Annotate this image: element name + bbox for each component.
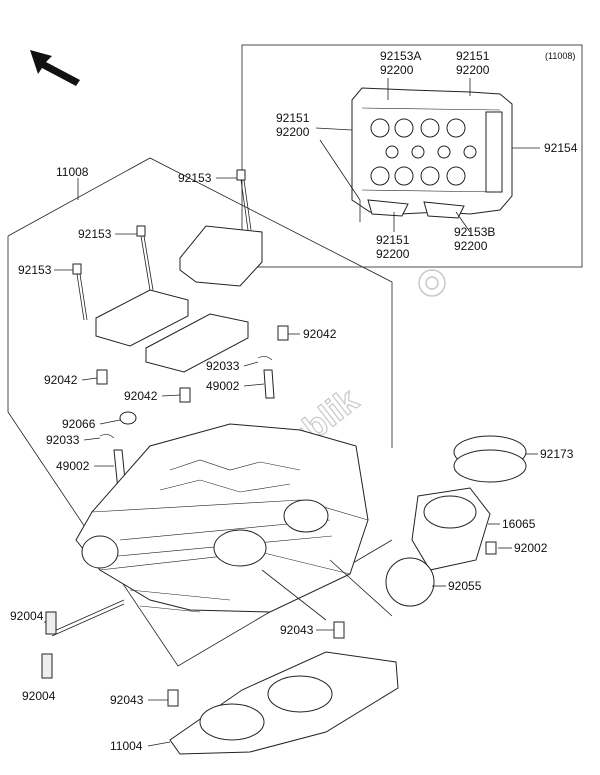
part-label-92055: 92055 xyxy=(448,579,482,593)
part-label-92042: 92042 xyxy=(44,373,78,387)
cylinder-head-body xyxy=(75,423,369,613)
stud-bolt-icon xyxy=(41,653,53,679)
inset-valve-ports xyxy=(370,118,477,186)
head-bolt-icon xyxy=(72,263,88,321)
inset-label-92153B: 92153B xyxy=(454,225,495,239)
inset-label-92200-e: 92200 xyxy=(454,239,488,253)
dowel-pin-icon xyxy=(277,325,289,341)
inset-label-92200-a: 92200 xyxy=(380,63,414,77)
part-label-92066: 92066 xyxy=(62,417,96,431)
inset-panel: (11008) 92153A 92200 92151 92200 92151 9… xyxy=(241,44,583,268)
part-label-92042: 92042 xyxy=(124,389,158,403)
inset-label-92200-b: 92200 xyxy=(456,63,490,77)
camshaft-holder-icon xyxy=(179,225,263,287)
inset-label-92151-c: 92151 xyxy=(376,233,410,247)
part-label-92004: 92004 xyxy=(22,689,56,703)
o-ring-icon xyxy=(385,557,435,607)
part-label-92043: 92043 xyxy=(280,623,314,637)
part-label-92033: 92033 xyxy=(206,359,240,373)
inset-label-92153A: 92153A xyxy=(380,49,421,63)
part-label-92153: 92153 xyxy=(78,227,112,241)
part-label-49002: 49002 xyxy=(206,379,240,393)
camshaft-cap-icon xyxy=(95,289,189,347)
part-label-92042: 92042 xyxy=(303,327,337,341)
part-label-92043: 92043 xyxy=(110,693,144,707)
part-label-11004: 11004 xyxy=(110,739,143,753)
inset-label-92200-d: 92200 xyxy=(376,247,410,261)
dowel-pin-icon xyxy=(333,621,345,639)
part-label-16065: 16065 xyxy=(502,517,536,531)
clip-icon xyxy=(99,434,115,439)
inset-label-92154: 92154 xyxy=(544,141,578,155)
direction-arrow-icon xyxy=(30,50,80,86)
inset-label-92151-a: 92151 xyxy=(456,49,490,63)
inset-reference: (11008) xyxy=(545,51,575,61)
stud-bolt-icon xyxy=(45,599,125,637)
dowel-pin-icon xyxy=(167,689,179,707)
dowel-pin-icon xyxy=(96,369,108,385)
stud-icon xyxy=(263,369,275,399)
throttle-body-holder-icon xyxy=(411,487,491,571)
part-label-11008: 11008 xyxy=(56,165,89,179)
head-bolt-icon xyxy=(136,225,154,291)
inset-label-92200-c: 92200 xyxy=(276,125,310,139)
part-label-92004: 92004 xyxy=(10,609,44,623)
bolt-icon xyxy=(485,541,497,555)
camshaft-cap-icon xyxy=(145,313,249,373)
dowel-pin-icon xyxy=(179,387,191,403)
clamp-icon xyxy=(453,449,527,483)
clip-icon xyxy=(257,356,273,361)
part-label-92173: 92173 xyxy=(540,447,574,461)
inset-label-92151-b: 92151 xyxy=(276,111,310,125)
part-label-92033: 92033 xyxy=(46,433,80,447)
part-label-92153: 92153 xyxy=(178,171,212,185)
part-label-92153: 92153 xyxy=(18,263,52,277)
head-bolt-icon xyxy=(236,169,252,231)
head-gasket-icon xyxy=(169,651,399,755)
part-label-49002: 49002 xyxy=(56,459,90,473)
leader-lines xyxy=(44,177,538,747)
watermark-logo-icon xyxy=(418,269,446,297)
oil-seal-icon xyxy=(119,411,137,425)
part-label-92002: 92002 xyxy=(514,541,548,555)
